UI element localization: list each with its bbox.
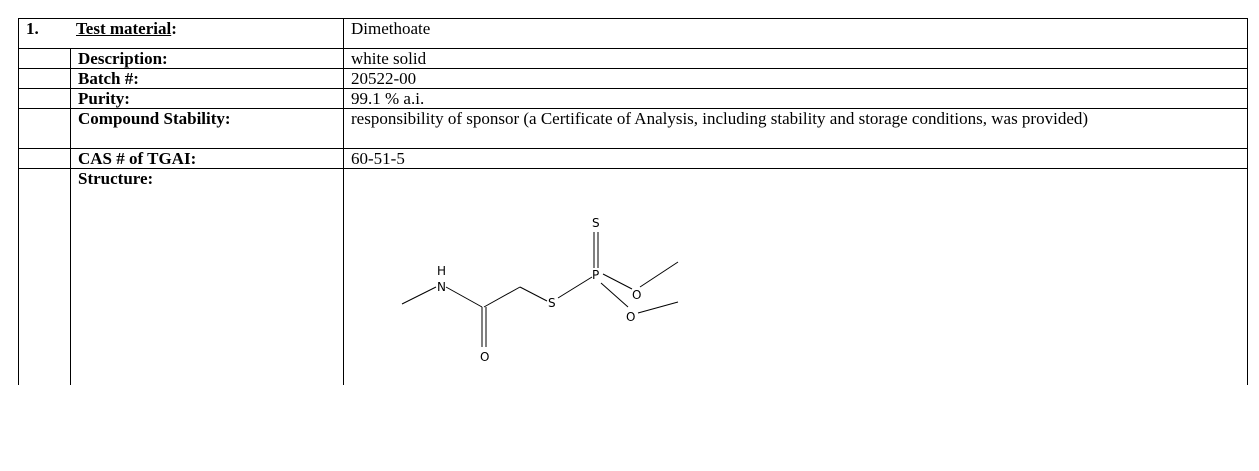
blank-cell — [18, 88, 71, 109]
atom-s-double: S — [592, 216, 600, 230]
test-material-table: 1. Test material: Dimethoate Description:… — [17, 18, 1248, 385]
purity-label: Purity: — [69, 88, 345, 109]
bond-p-o-1 — [602, 273, 633, 290]
section-header-row: 1. Test material: Dimethoate — [17, 18, 1248, 49]
atom-o-carbonyl: O — [480, 350, 489, 364]
atom-s-thio: S — [548, 296, 556, 310]
batch-value: 20522-00 — [343, 68, 1248, 89]
batch-label: Batch #: — [69, 68, 345, 89]
purity-row: Purity: 99.1 % a.i. — [18, 88, 1248, 109]
section-title: Test material — [76, 19, 172, 38]
description-row: Description: white solid — [18, 48, 1248, 69]
test-material-name: Dimethoate — [343, 18, 1248, 49]
bond-methyl-n — [401, 286, 437, 305]
atom-n: N — [437, 280, 446, 294]
atom-o-ester-1: O — [632, 288, 641, 302]
compound-stability-value: responsibility of sponsor (a Certificate… — [343, 108, 1248, 149]
bond-o-methyl-2 — [637, 301, 679, 314]
bond-s-p — [557, 276, 593, 299]
description-value: white solid — [343, 48, 1248, 69]
atom-o-ester-2: O — [626, 310, 635, 324]
blank-cell — [18, 168, 71, 385]
structure-label: Structure: — [69, 168, 345, 385]
purity-value: 99.1 % a.i. — [343, 88, 1248, 109]
blank-cell — [18, 148, 71, 169]
description-label: Description: — [69, 48, 345, 69]
compound-stability-row: Compound Stability: responsibility of sp… — [18, 108, 1248, 149]
section-number: 1. — [26, 19, 39, 38]
compound-stability-label: Compound Stability: — [69, 108, 345, 149]
bond-o-methyl-1 — [639, 261, 679, 288]
atom-h: H — [437, 264, 446, 278]
structure-row: Structure: — [18, 168, 1248, 385]
bond-n-c — [445, 286, 483, 308]
section-heading: 1. Test material: — [17, 18, 345, 49]
section-title-colon: : — [171, 19, 177, 38]
atom-p: P — [592, 268, 599, 282]
cas-row: CAS # of TGAI: 60-51-5 — [18, 148, 1248, 169]
atom-labels: H N O S P S O O — [437, 216, 641, 364]
blank-cell — [18, 68, 71, 89]
bond-lines — [401, 232, 679, 347]
batch-row: Batch #: 20522-00 — [18, 68, 1248, 89]
bond-ch2-s — [519, 286, 548, 302]
cas-label: CAS # of TGAI: — [69, 148, 345, 169]
dimethoate-structure-diagram: H N O S P S O O — [401, 216, 679, 364]
blank-cell — [18, 48, 71, 69]
blank-cell — [18, 108, 71, 149]
bond-c-ch2 — [483, 286, 521, 308]
structure-cell: H N O S P S O O — [343, 168, 1248, 385]
bond-p-o-2 — [600, 282, 629, 308]
cas-value: 60-51-5 — [343, 148, 1248, 169]
